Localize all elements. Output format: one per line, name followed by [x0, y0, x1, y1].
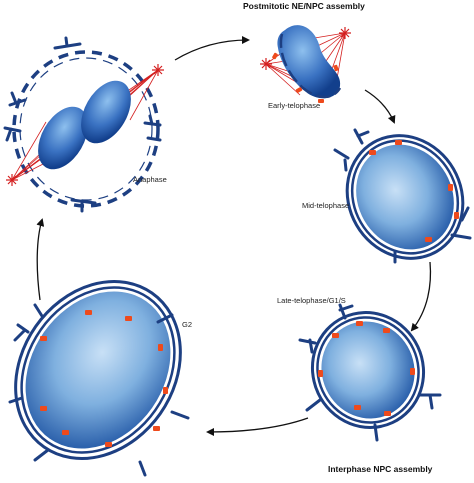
g2-envelope-inner: [20, 286, 176, 454]
npc-icon: [272, 52, 278, 60]
npc-icon: [40, 336, 47, 341]
fragmented-envelope-inner: [19, 57, 153, 201]
mid-telophase-cell: [333, 128, 472, 264]
early-telophase-npcs: [272, 52, 339, 103]
g2-cell: [8, 280, 190, 477]
g2-label: G2: [182, 320, 193, 329]
anaphase-spindle-poles: [6, 64, 164, 186]
g2-nucleus: [25, 291, 171, 449]
npc-icon: [295, 87, 303, 93]
early-telophase-envelope: [279, 33, 342, 99]
npc-icon: [425, 237, 432, 242]
anaphase-label: Anaphase: [133, 175, 167, 184]
npc-icon: [332, 333, 339, 338]
mid-telophase-envelope-outer: [345, 134, 465, 260]
mid-telophase-nucleus: [356, 144, 454, 250]
npc-icon: [454, 212, 459, 219]
npc-icon: [163, 387, 168, 394]
npc-icon: [383, 328, 390, 333]
late-telophase-envelope-inner: [316, 316, 420, 424]
npc-icon: [410, 368, 415, 375]
npc-icon: [153, 426, 160, 431]
mid-telophase-er: [333, 128, 472, 264]
arrow-late-telophase-to-g2: [206, 417, 309, 436]
postmitotic-title: Postmitotic NE/NPC assembly: [243, 1, 365, 11]
npc-icon: [85, 310, 92, 315]
arrow-g2-to-anaphase: [36, 218, 45, 301]
late-telophase-npcs: [318, 321, 415, 416]
early-telophase-chromatin: [277, 25, 341, 99]
npc-icon: [354, 405, 361, 410]
g2-er: [8, 303, 190, 477]
anaphase-cell: [3, 36, 164, 213]
chromosome-mass-right: [81, 80, 131, 144]
arrow-early-to-mid-telophase: [364, 89, 396, 124]
spindle-pole-icon: [260, 58, 272, 70]
npc-icon: [318, 370, 323, 377]
npc-icon: [395, 140, 402, 145]
early-telophase-label: Early-telophase: [268, 101, 321, 110]
late-telophase-nucleus: [321, 321, 415, 419]
npc-icon: [384, 411, 391, 416]
npc-icon: [62, 430, 69, 435]
fragmented-envelope-outer: [12, 50, 160, 208]
late-telophase-cell: [298, 303, 442, 442]
npc-icon: [125, 316, 132, 321]
npc-icon: [369, 150, 376, 155]
arrow-mid-to-late-telophase: [410, 261, 432, 332]
spindle-pole-icon: [339, 27, 351, 39]
npc-icon: [318, 99, 324, 103]
npc-icon: [356, 321, 363, 326]
npc-icon: [158, 344, 163, 351]
g2-npcs: [40, 310, 168, 447]
interphase-title: Interphase NPC assembly: [328, 464, 433, 474]
chromosome-mass-left: [38, 106, 88, 170]
mid-telophase-label: Mid-telophase: [302, 201, 350, 210]
late-telophase-er: [298, 303, 442, 442]
mid-telophase-npcs: [369, 140, 459, 242]
early-telophase-cell: [260, 25, 351, 103]
mid-telophase-envelope-inner: [350, 139, 460, 255]
npc-icon: [448, 184, 453, 191]
late-telophase-label: Late-telophase/G1/S: [277, 296, 346, 305]
npc-icon: [333, 64, 339, 72]
g2-envelope-outer: [14, 280, 182, 460]
npc-icon: [105, 442, 112, 447]
npc-icon: [40, 406, 47, 411]
cycle-arrows: [36, 36, 432, 436]
arrow-anaphase-to-early-telophase: [174, 36, 250, 61]
er-fragments: [3, 36, 162, 213]
